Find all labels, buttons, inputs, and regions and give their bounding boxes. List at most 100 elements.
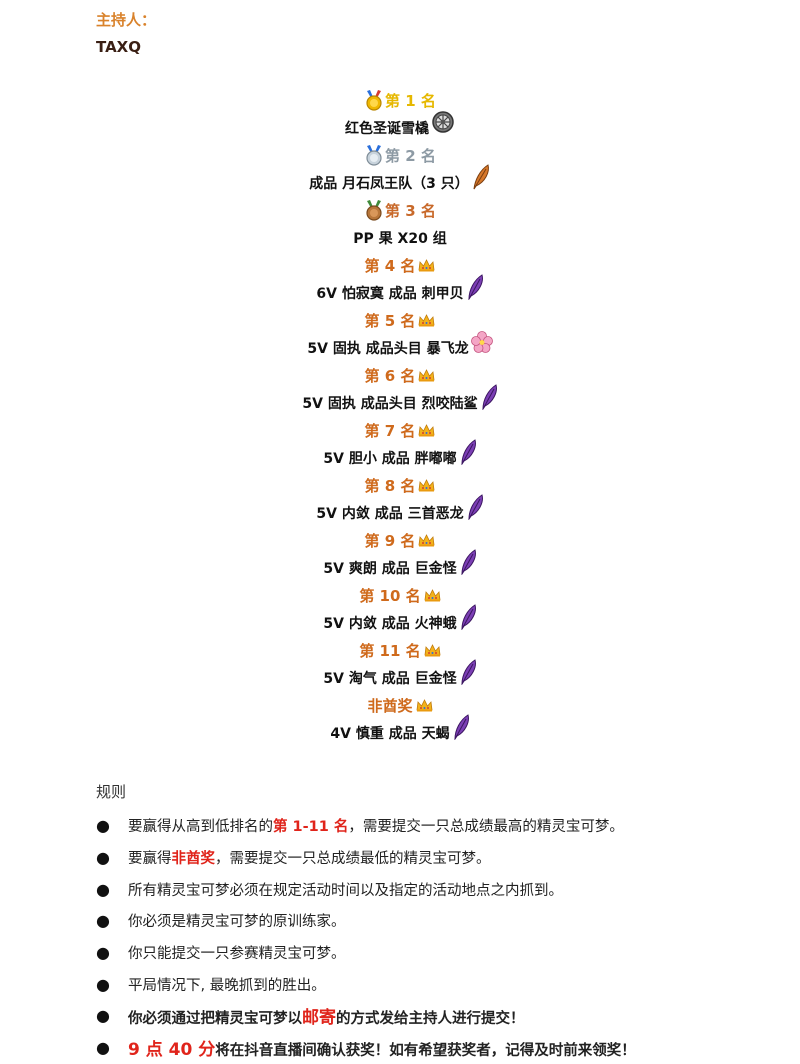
prize-place-label: 第 1 名 [385, 92, 436, 110]
bullet-icon: ● [96, 911, 110, 931]
rule-highlight: 第 1-11 名 [273, 819, 349, 836]
crown-icon [418, 479, 435, 492]
rule-text: 你只能提交一只参赛精灵宝可梦。 [128, 942, 346, 963]
host-name: TAXQ [96, 38, 141, 56]
pink-flower-icon [470, 331, 493, 353]
prize-item-label: 5V 内敛 成品 三首恶龙 [316, 506, 464, 522]
bullet-icon: ● [96, 1038, 110, 1058]
bullet-icon: ● [96, 816, 110, 836]
rule-text-part: 要赢得从高到低排名的 [128, 819, 273, 836]
prize-place-label: 第 2 名 [385, 147, 436, 165]
purple-feather-icon [459, 604, 477, 630]
rule-text: 要赢得从高到低排名的第 1-11 名，需要提交一只总成绩最高的精灵宝可梦。 [128, 815, 624, 836]
prize-place-label: 第 11 名 [359, 642, 421, 660]
prize-place: 第 4 名 [0, 253, 800, 278]
prize-place: 第 7 名 [0, 418, 800, 443]
wheel-icon [431, 110, 455, 134]
prize-place-label: 非酋奖 [367, 697, 413, 715]
prize-place-label: 第 8 名 [364, 477, 416, 495]
rule-text-part: ，需要提交一只总成绩最高的精灵宝可梦。 [348, 819, 624, 836]
silver-medal-icon [364, 144, 384, 167]
rule-text-part: 你只能提交一只参赛精灵宝可梦。 [128, 946, 346, 963]
prize-item: 5V 淘气 成品 巨金怪 [0, 659, 800, 693]
rule-text-part: 你必须是精灵宝可梦的原训练家。 [128, 914, 346, 931]
host-label: 主持人： [96, 11, 157, 29]
rule-item: ● 所有精灵宝可梦必须在规定活动时间以及指定的活动地点之内抓到。 [96, 873, 776, 905]
prize-place: 第 10 名 [0, 583, 800, 608]
bullet-icon: ● [96, 879, 110, 899]
crown-icon [418, 534, 435, 547]
prize-item-label: 5V 胆小 成品 胖嘟嘟 [323, 451, 457, 467]
prize-entry: 第 7 名 5V 胆小 成品 胖嘟嘟 [0, 418, 800, 473]
crown-icon [418, 314, 435, 327]
bullet-icon: ● [96, 974, 110, 994]
prize-place: 第 8 名 [0, 473, 800, 498]
prize-entry: 第 8 名 5V 内敛 成品 三首恶龙 [0, 473, 800, 528]
rules-list: ●要赢得从高到低排名的第 1-11 名，需要提交一只总成绩最高的精灵宝可梦。●要… [96, 810, 776, 1064]
prize-list: 第 1 名红色圣诞雪橇第 2 名成品 月石凤王队（3 只） 第 3 名 PP 果 X… [0, 88, 800, 748]
prize-place-label: 第 10 名 [359, 587, 421, 605]
prize-entry: 第 4 名 6V 怕寂寞 成品 刺甲贝 [0, 253, 800, 308]
prize-item: 5V 爽朗 成品 巨金怪 [0, 549, 800, 583]
prize-entry: 第 9 名 5V 爽朗 成品 巨金怪 [0, 528, 800, 583]
prize-item: PP 果 X20 组 [0, 223, 800, 253]
feather-icon [471, 164, 491, 190]
prize-item-label: 4V 慎重 成品 天蝎 [330, 726, 450, 742]
prize-item: 5V 固执 成品头目 烈咬陆鲨 [0, 384, 800, 418]
rule-highlight: 邮寄 [302, 1008, 336, 1029]
prize-place: 第 5 名 [0, 308, 800, 333]
prize-item-label: 成品 月石凤王队（3 只） [309, 176, 469, 192]
prize-place: 非酋奖 [0, 693, 800, 718]
rule-text-part: 的方式发给主持人进行提交！ [336, 1011, 525, 1028]
prize-item-label: 红色圣诞雪橇 [345, 121, 429, 137]
prize-place: 第 6 名 [0, 363, 800, 388]
rule-text-part: 你必须通过把精灵宝可梦以 [128, 1011, 302, 1028]
rule-highlight: 非酋奖 [171, 851, 216, 868]
prize-place-label: 第 5 名 [364, 312, 416, 330]
prize-item: 5V 内敛 成品 火神蛾 [0, 604, 800, 638]
prize-entry: 第 2 名成品 月石凤王队（3 只） [0, 143, 800, 198]
rule-text: 你必须通过把精灵宝可梦以邮寄的方式发给主持人进行提交！ [128, 1003, 525, 1028]
rules-title: 规则 [96, 783, 127, 801]
rule-text-part: ，需要提交一只总成绩最低的精灵宝可梦。 [215, 851, 491, 868]
prize-item: 红色圣诞雪橇 [0, 110, 800, 143]
rule-item: ●你必须通过把精灵宝可梦以邮寄的方式发给主持人进行提交！ [96, 1000, 776, 1032]
rule-text: 你必须是精灵宝可梦的原训练家。 [128, 910, 346, 931]
prize-item: 5V 胆小 成品 胖嘟嘟 [0, 439, 800, 473]
crown-icon [418, 369, 435, 382]
prize-entry: 第 1 名红色圣诞雪橇 [0, 88, 800, 143]
rule-item: ●9 点 40 分将在抖音直播间确认获奖！如有希望获奖者，记得及时前来领奖！ [96, 1032, 776, 1064]
prize-place-label: 第 7 名 [364, 422, 416, 440]
prize-place: 第 1 名 [0, 88, 800, 113]
prize-entry: 非酋奖 4V 慎重 成品 天蝎 [0, 693, 800, 748]
prize-item-label: 6V 怕寂寞 成品 刺甲贝 [316, 286, 464, 302]
rule-item: ●要赢得非酋奖，需要提交一只总成绩最低的精灵宝可梦。 [96, 842, 776, 874]
prize-item-label: 5V 爽朗 成品 巨金怪 [323, 561, 457, 577]
prize-place-label: 第 9 名 [364, 532, 416, 550]
prize-item-label: PP 果 X20 组 [353, 231, 447, 247]
prize-place: 第 11 名 [0, 638, 800, 663]
crown-icon [416, 699, 433, 712]
rule-text: 所有精灵宝可梦必须在规定活动时间以及指定的活动地点之内抓到。 [128, 879, 563, 900]
prize-item-label: 5V 固执 成品头目 暴飞龙 [307, 341, 469, 357]
rule-item: ● 平局情况下, 最晚抓到的胜出。 [96, 968, 776, 1000]
bullet-icon: ● [96, 943, 110, 963]
rule-text-part: 平局情况下, 最晚抓到的胜出。 [128, 977, 326, 994]
prize-place-label: 第 4 名 [364, 257, 416, 275]
rule-text-part: 将在抖音直播间确认获奖！如有希望获奖者，记得及时前来领奖！ [215, 1043, 636, 1060]
rule-text: 平局情况下, 最晚抓到的胜出。 [128, 974, 326, 995]
prize-place: 第 3 名 [0, 198, 800, 223]
prize-place-label: 第 3 名 [385, 202, 436, 220]
crown-icon [418, 259, 435, 272]
prize-place: 第 2 名 [0, 143, 800, 168]
purple-feather-icon [466, 274, 484, 300]
prize-entry: 第 5 名 5V 固执 成品头目 暴飞龙 [0, 308, 800, 363]
purple-feather-icon [480, 384, 498, 410]
rule-item: ● 你只能提交一只参赛精灵宝可梦。 [96, 937, 776, 969]
rule-item: ● 要赢得从高到低排名的第 1-11 名，需要提交一只总成绩最高的精灵宝可梦。 [96, 810, 776, 842]
purple-feather-icon [459, 659, 477, 685]
bullet-icon: ● [96, 848, 110, 868]
